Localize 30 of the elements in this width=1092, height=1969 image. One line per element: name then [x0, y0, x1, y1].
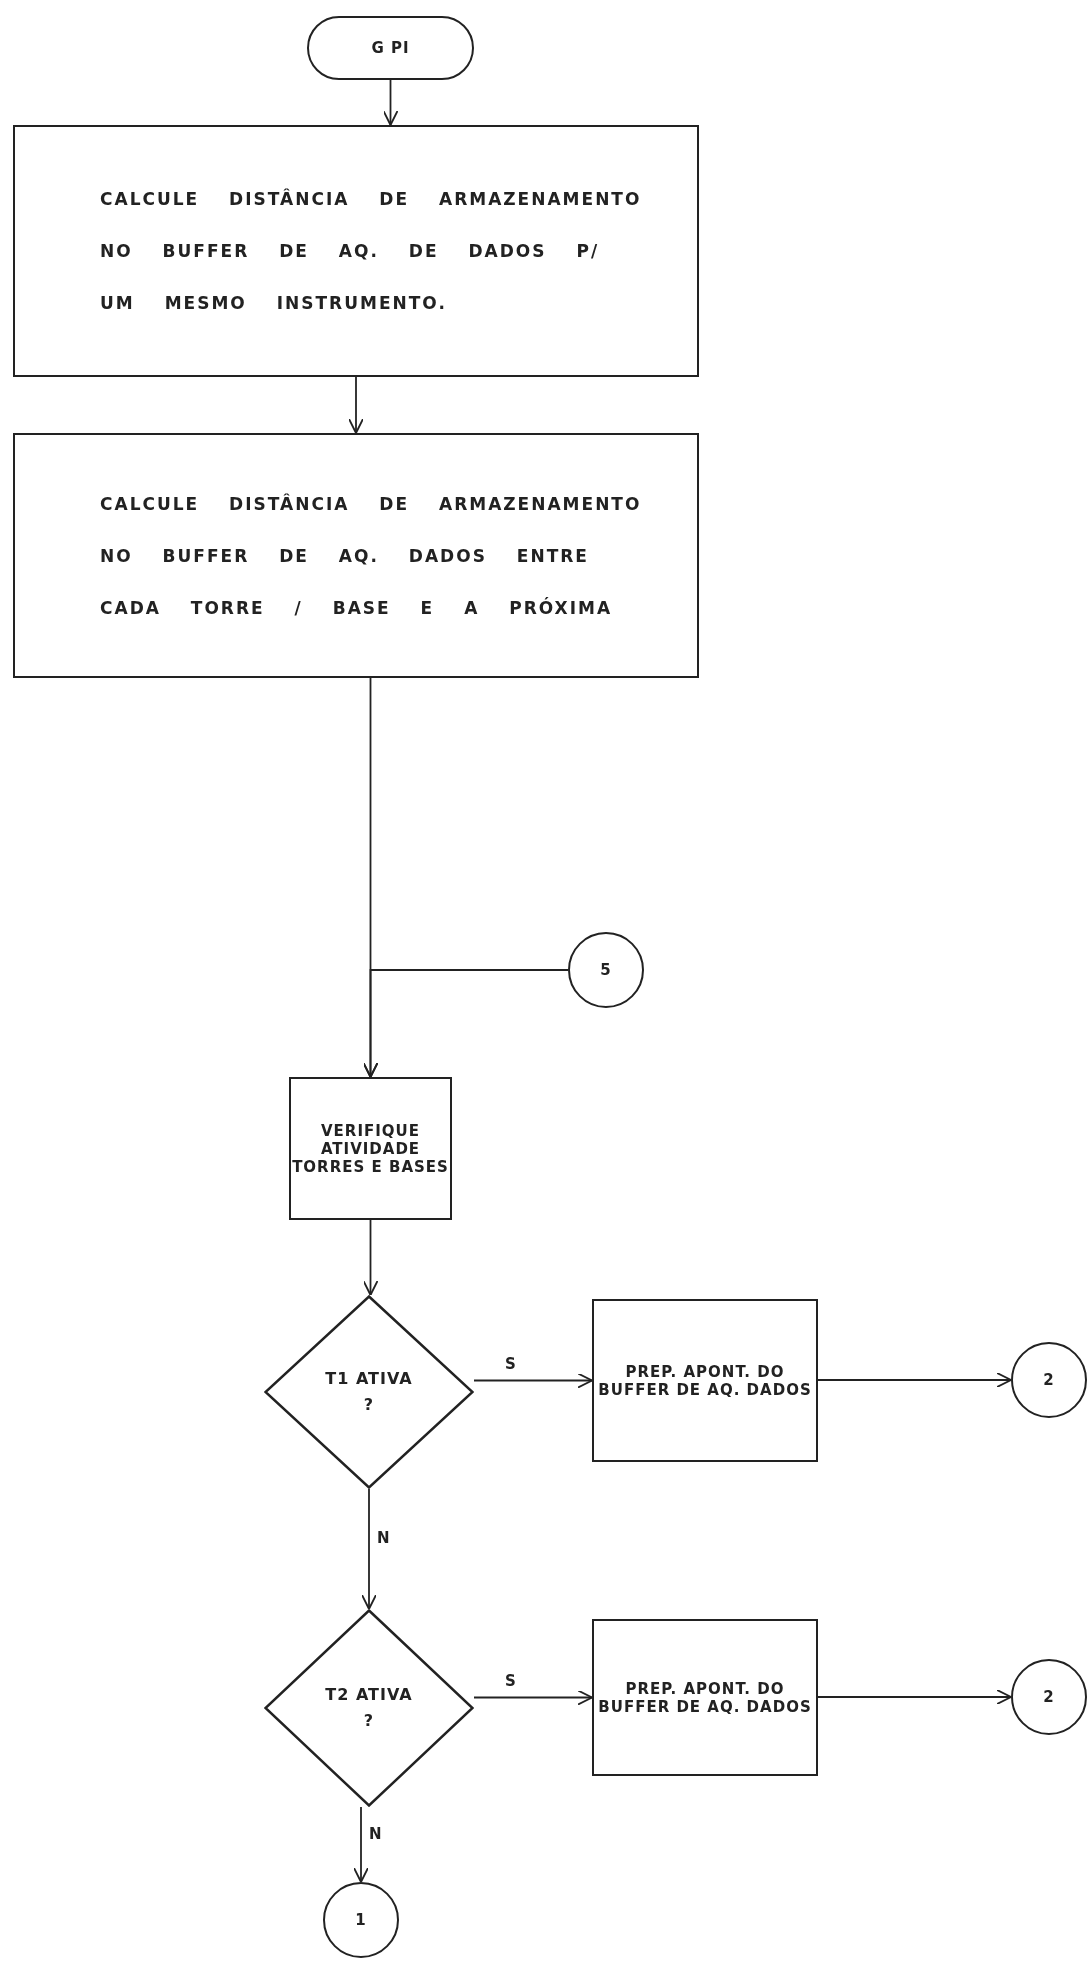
process-box — [592, 1619, 818, 1776]
process-box — [592, 1299, 818, 1462]
arrow — [361, 1488, 377, 1610]
decision-diamond — [264, 1609, 474, 1807]
process-box — [13, 433, 699, 678]
node-text: VERIFIQUE ATIVIDADE TORRES E BASES — [291, 1121, 450, 1176]
process-box — [13, 125, 699, 377]
arrow — [348, 376, 364, 434]
node-text: CALCULE DISTÂNCIA DE ARMAZENAMENTO NO BUFFER DE AQ. DADOS ENTRE CADA TORRE / BASE E A PRÓXIMA — [100, 492, 643, 620]
arrow — [382, 79, 399, 126]
arrow — [817, 1689, 1012, 1705]
node-text: T2 ATIVA ? — [324, 1684, 414, 1732]
arrow — [817, 1372, 1012, 1388]
arrow — [362, 1219, 379, 1296]
terminator — [307, 16, 474, 80]
node-text: CALCULE DISTÂNCIA DE ARMAZENAMENTO NO BUFFER DE AQ. DE DADOS P/ UM MESMO INSTRUMENTO. — [100, 187, 643, 315]
connector-number: 2 — [1043, 1371, 1055, 1389]
node-text: T1 ATIVA ? — [324, 1368, 414, 1416]
arrow — [473, 1689, 593, 1706]
decision-diamond — [264, 1295, 474, 1489]
arrow — [362, 969, 569, 1078]
connector-number: 2 — [1043, 1688, 1055, 1706]
node-text: PREP. APONT. DO BUFFER DE AQ. DADOS — [597, 1362, 813, 1399]
arrow — [353, 1806, 369, 1883]
node-text: PREP. APONT. DO BUFFER DE AQ. DADOS — [597, 1679, 813, 1716]
connector-number: 5 — [600, 961, 612, 979]
arrow — [473, 1372, 593, 1389]
connector-number: 1 — [355, 1911, 367, 1929]
node-text: G PI — [371, 39, 410, 57]
process-box — [289, 1077, 452, 1220]
